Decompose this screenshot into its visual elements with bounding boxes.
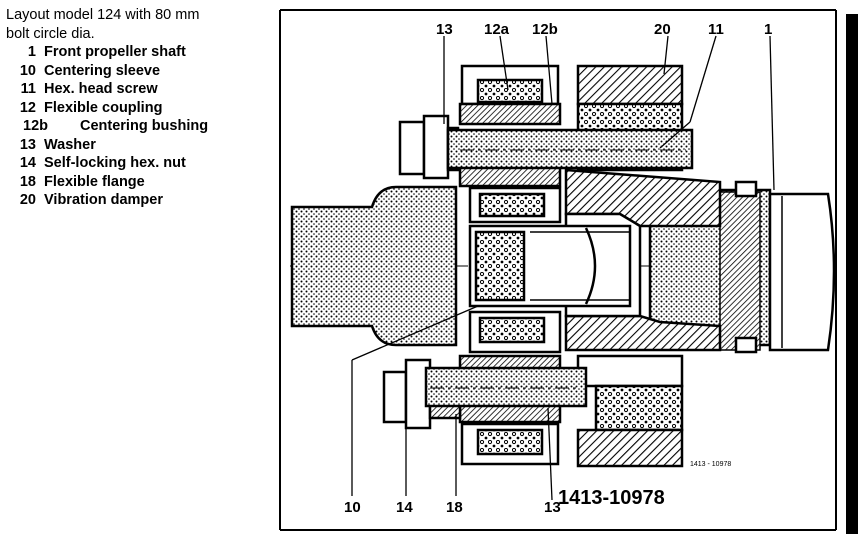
callout-13-bottom: 13 bbox=[544, 499, 561, 516]
legend-item: 12 Flexible coupling bbox=[6, 99, 268, 118]
legend-subtitle: bolt circle dia. bbox=[6, 25, 95, 42]
transmission-flange bbox=[290, 185, 458, 347]
callout-20: 20 bbox=[654, 21, 671, 38]
legend-item: 12b Centering bushing bbox=[6, 117, 268, 136]
flexible-coupling-lower bbox=[458, 310, 562, 466]
callout-18: 18 bbox=[446, 499, 463, 516]
legend-item-number: 1 bbox=[27, 44, 36, 60]
scan-edge bbox=[846, 14, 858, 534]
legend-item-label: Centering bushing bbox=[80, 118, 209, 134]
callout-12a: 12a bbox=[484, 21, 510, 38]
legend-item: 10 Centering sleeve bbox=[6, 62, 268, 81]
callout-10: 10 bbox=[344, 499, 361, 516]
callout-12b: 12b bbox=[532, 21, 558, 38]
hex-head-screw-upper bbox=[398, 114, 694, 180]
legend-item-label: Centering sleeve bbox=[44, 62, 161, 79]
legend-item: 13 Washer bbox=[6, 136, 268, 155]
legend-item-number: 20 bbox=[19, 192, 36, 208]
hex-head-screw-lower bbox=[382, 358, 588, 430]
legend: Layout model 124 with 80 mm bolt circle … bbox=[6, 6, 268, 210]
centering-sleeve bbox=[468, 224, 632, 308]
legend-item-label: Flexible coupling bbox=[44, 99, 163, 116]
legend-item: 1 Front propeller shaft bbox=[6, 43, 268, 62]
legend-item: 20 Vibration damper bbox=[6, 191, 268, 210]
legend-item-number: 12 bbox=[19, 99, 36, 116]
legend-item: 14 Self-locking hex. nut bbox=[6, 154, 268, 173]
legend-item-label: Hex. head screw bbox=[44, 81, 158, 97]
figure-reference-small: 1413 - 10978 bbox=[690, 461, 731, 468]
flexible-coupling-upper bbox=[458, 64, 562, 224]
legend-item-label: Washer bbox=[44, 136, 96, 153]
legend-item-number: 18 bbox=[19, 173, 36, 190]
drawing-frame bbox=[279, 9, 837, 531]
callout-14: 14 bbox=[396, 499, 413, 516]
leader-lines bbox=[351, 35, 775, 501]
legend-item: 18 Flexible flange bbox=[6, 173, 268, 192]
legend-item-number: 11 bbox=[20, 81, 36, 97]
legend-item-number: 12b bbox=[23, 118, 48, 134]
legend-item-label: Vibration damper bbox=[44, 192, 163, 208]
legend-item-number: 14 bbox=[19, 155, 36, 171]
legend-item-number: 10 bbox=[19, 62, 36, 79]
legend-item-label: Flexible flange bbox=[44, 173, 145, 190]
legend-item-label: Self-locking hex. nut bbox=[44, 155, 186, 171]
legend-item-label: Front propeller shaft bbox=[44, 44, 186, 60]
front-propeller-shaft bbox=[648, 180, 836, 354]
callout-1: 1 bbox=[764, 21, 772, 38]
callout-13-top: 13 bbox=[436, 21, 453, 38]
legend-item: 11 Hex. head screw bbox=[6, 80, 268, 99]
legend-item-number: 13 bbox=[19, 136, 36, 153]
callout-11: 11 bbox=[708, 21, 724, 38]
legend-title: Layout model 124 with 80 mm bbox=[6, 7, 200, 23]
figure-reference: 1413-10978 bbox=[558, 487, 665, 509]
